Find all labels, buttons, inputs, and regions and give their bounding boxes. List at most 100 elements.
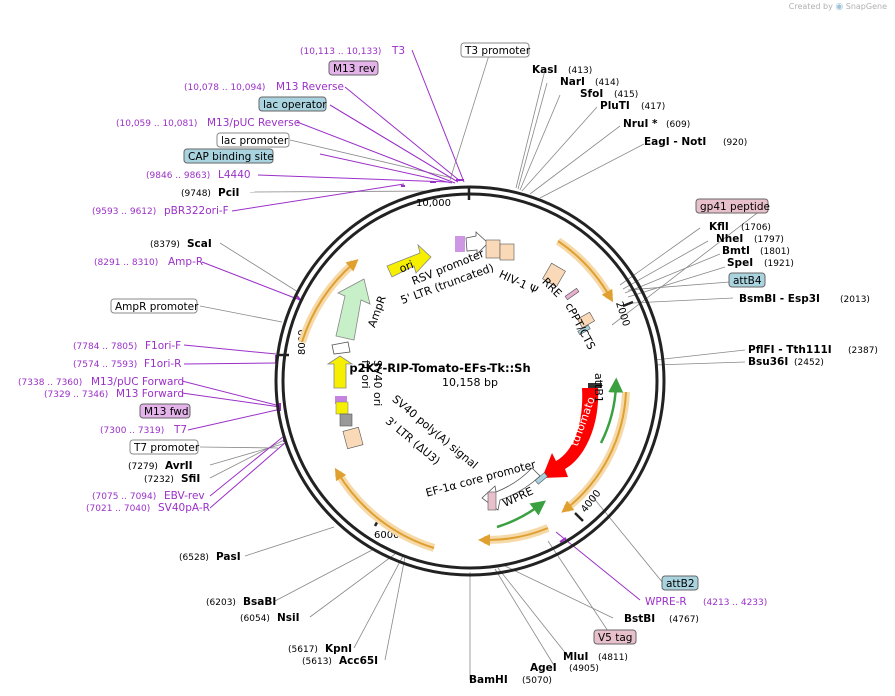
primers-right: WPRE-R (4213 .. 4233)	[645, 596, 767, 608]
enzyme-pos: (413)	[568, 66, 592, 76]
ampr-promoter-box	[331, 341, 351, 355]
enzyme-pos: (417)	[641, 102, 665, 112]
enzyme-pos: (1801)	[760, 247, 790, 257]
primer-range: (7300 .. 7319)	[100, 426, 164, 436]
enzyme-nhei: NheI	[716, 233, 743, 245]
enzyme-pos: (1797)	[754, 235, 784, 245]
primer-sv40pa-r: SV40pA-R	[158, 502, 210, 514]
enzyme-pos: (4905)	[569, 664, 599, 674]
primer-range: (9593 .. 9612)	[92, 207, 156, 217]
enzyme-avrii: AvrII	[165, 460, 193, 472]
primer-t7: T7	[173, 424, 187, 436]
enzyme-pos: (8379)	[150, 240, 180, 250]
enzyme-pos: (1706)	[741, 223, 771, 233]
label-ori: ori	[397, 258, 415, 275]
enzyme-acc65i: Acc65I	[339, 655, 378, 667]
box-t3-promoter: T3 promoter	[464, 45, 531, 57]
enzyme-pos: (6528)	[179, 553, 209, 563]
box-attb2: attB2	[666, 578, 695, 590]
primer-range: (9846 .. 9863)	[146, 171, 210, 181]
enzyme-pos: (4767)	[669, 615, 699, 625]
feature-boxes: T3 promoter M13 rev lac operator lac pro…	[110, 42, 770, 645]
primer-l4440: L4440	[218, 169, 251, 181]
enzyme-pos: (415)	[614, 90, 638, 100]
primer-range: (10,113 .. 10,133)	[300, 47, 381, 57]
primer-range: (8291 .. 8310)	[94, 258, 158, 268]
primer-amp-r: Amp-R	[168, 256, 203, 268]
primer-m13puc-forward: M13/pUC Forward	[91, 376, 184, 388]
enzyme-bamhi: BamHI	[469, 674, 508, 686]
sv40-ori-box	[335, 401, 349, 415]
inner-features	[326, 231, 602, 511]
enzyme-pos: (414)	[595, 78, 619, 88]
primer-pbr322ori-f: pBR322ori-F	[164, 205, 229, 217]
enzyme-pos: (2452)	[794, 358, 824, 368]
enzyme-pasi: PasI	[216, 551, 241, 563]
box-lac-operator: lac operator	[263, 99, 327, 111]
primer-range: (10,078 .. 10,094)	[184, 83, 265, 93]
enzyme-nsii: NsiI	[277, 612, 300, 624]
enzyme-leader-lines	[199, 51, 766, 680]
watermark-prefix: Created by	[788, 2, 833, 11]
f1-ori-arrow	[326, 355, 354, 389]
enzyme-spei: SpeI	[727, 257, 753, 269]
enzyme-scai: ScaI	[187, 238, 212, 250]
label-cppt: cPPT/CTS	[562, 301, 597, 352]
enzymes-left: (9748) PciI (8379) ScaI (7279) AvrII (72…	[128, 187, 378, 667]
box-ampr-promoter: AmpR promoter	[115, 301, 199, 313]
enzyme-pcii: PciI	[218, 187, 239, 199]
primer-range: (7338 .. 7360)	[18, 378, 82, 388]
box-t7-promoter: T7 promoter	[133, 442, 200, 454]
hiv-psi-box	[499, 243, 515, 261]
primer-cluster-mark	[455, 236, 465, 252]
tick-label-6000: 6000	[374, 530, 399, 541]
snapgene-watermark: Created by ◉ SnapGene	[789, 2, 887, 12]
ampr-arrow	[335, 278, 371, 341]
enzyme-nrui: NruI *	[623, 118, 658, 130]
enzyme-pos: (5070)	[522, 676, 552, 686]
primers-left: (10,113 .. 10,133) T3 (10,078 .. 10,094)…	[18, 45, 405, 514]
primer-ebv-rev: EBV-rev	[164, 490, 205, 502]
primer-range: (7075 .. 7094)	[92, 492, 156, 502]
primer-t3: T3	[391, 45, 405, 57]
enzyme-pos: (5617)	[288, 645, 318, 655]
ori-arrow	[386, 243, 432, 278]
attb1-box	[588, 383, 602, 388]
primer-m13-forward: M13 Forward	[116, 388, 184, 400]
enzyme-bsu36i: Bsu36I	[748, 356, 788, 368]
primer-range: (4213 .. 4233)	[703, 598, 767, 608]
enzyme-pos: (2013)	[840, 295, 870, 305]
rre-box	[542, 262, 566, 288]
enzyme-sfii: SfiI	[181, 473, 200, 485]
enzyme-bsabi: BsaBI	[243, 596, 276, 608]
attb4-box	[577, 324, 591, 336]
enzyme-pluti: PluTI	[600, 100, 630, 112]
enzyme-pos: (1921)	[764, 259, 794, 269]
enzyme-kasi: KasI	[532, 64, 557, 76]
watermark-brand: SnapGene	[845, 2, 887, 11]
enzyme-pos: (609)	[666, 120, 690, 130]
enzyme-pos: (4811)	[598, 653, 628, 663]
enzyme-pflfi-tth111i: PflFI - Tth111I	[748, 344, 832, 356]
plasmid-name: p2K7-RIP-Tomato-EFs-Tk::Sh	[349, 361, 530, 375]
enzyme-pos: (7279)	[128, 462, 158, 472]
enzyme-pos: (9748)	[181, 189, 211, 199]
enzyme-eagi-noti: EagI - NotI	[644, 136, 706, 148]
primer-f1ori-r: F1ori-R	[144, 358, 181, 370]
primer-f1ori-f: F1ori-F	[145, 340, 181, 352]
v5-box	[487, 491, 497, 511]
tick-label-10000: 10,000	[416, 198, 451, 209]
green-features	[496, 377, 624, 529]
cppt-box	[564, 287, 580, 301]
rsv-promoter-arrow	[465, 231, 489, 255]
box-attb4: attB4	[733, 275, 762, 287]
ltr-3-box	[342, 426, 364, 450]
enzyme-kfli: KflI	[709, 221, 729, 233]
box-gp41: gp41 peptide	[700, 201, 770, 213]
box-m13-rev: M13 rev	[333, 63, 376, 75]
enzyme-sfoi: SfoI	[580, 88, 603, 100]
sv40-promoter-box	[339, 413, 353, 427]
ltr-5-box	[485, 239, 501, 259]
enzyme-pos: (6054)	[240, 614, 270, 624]
enzyme-pos: (5613)	[302, 657, 332, 667]
